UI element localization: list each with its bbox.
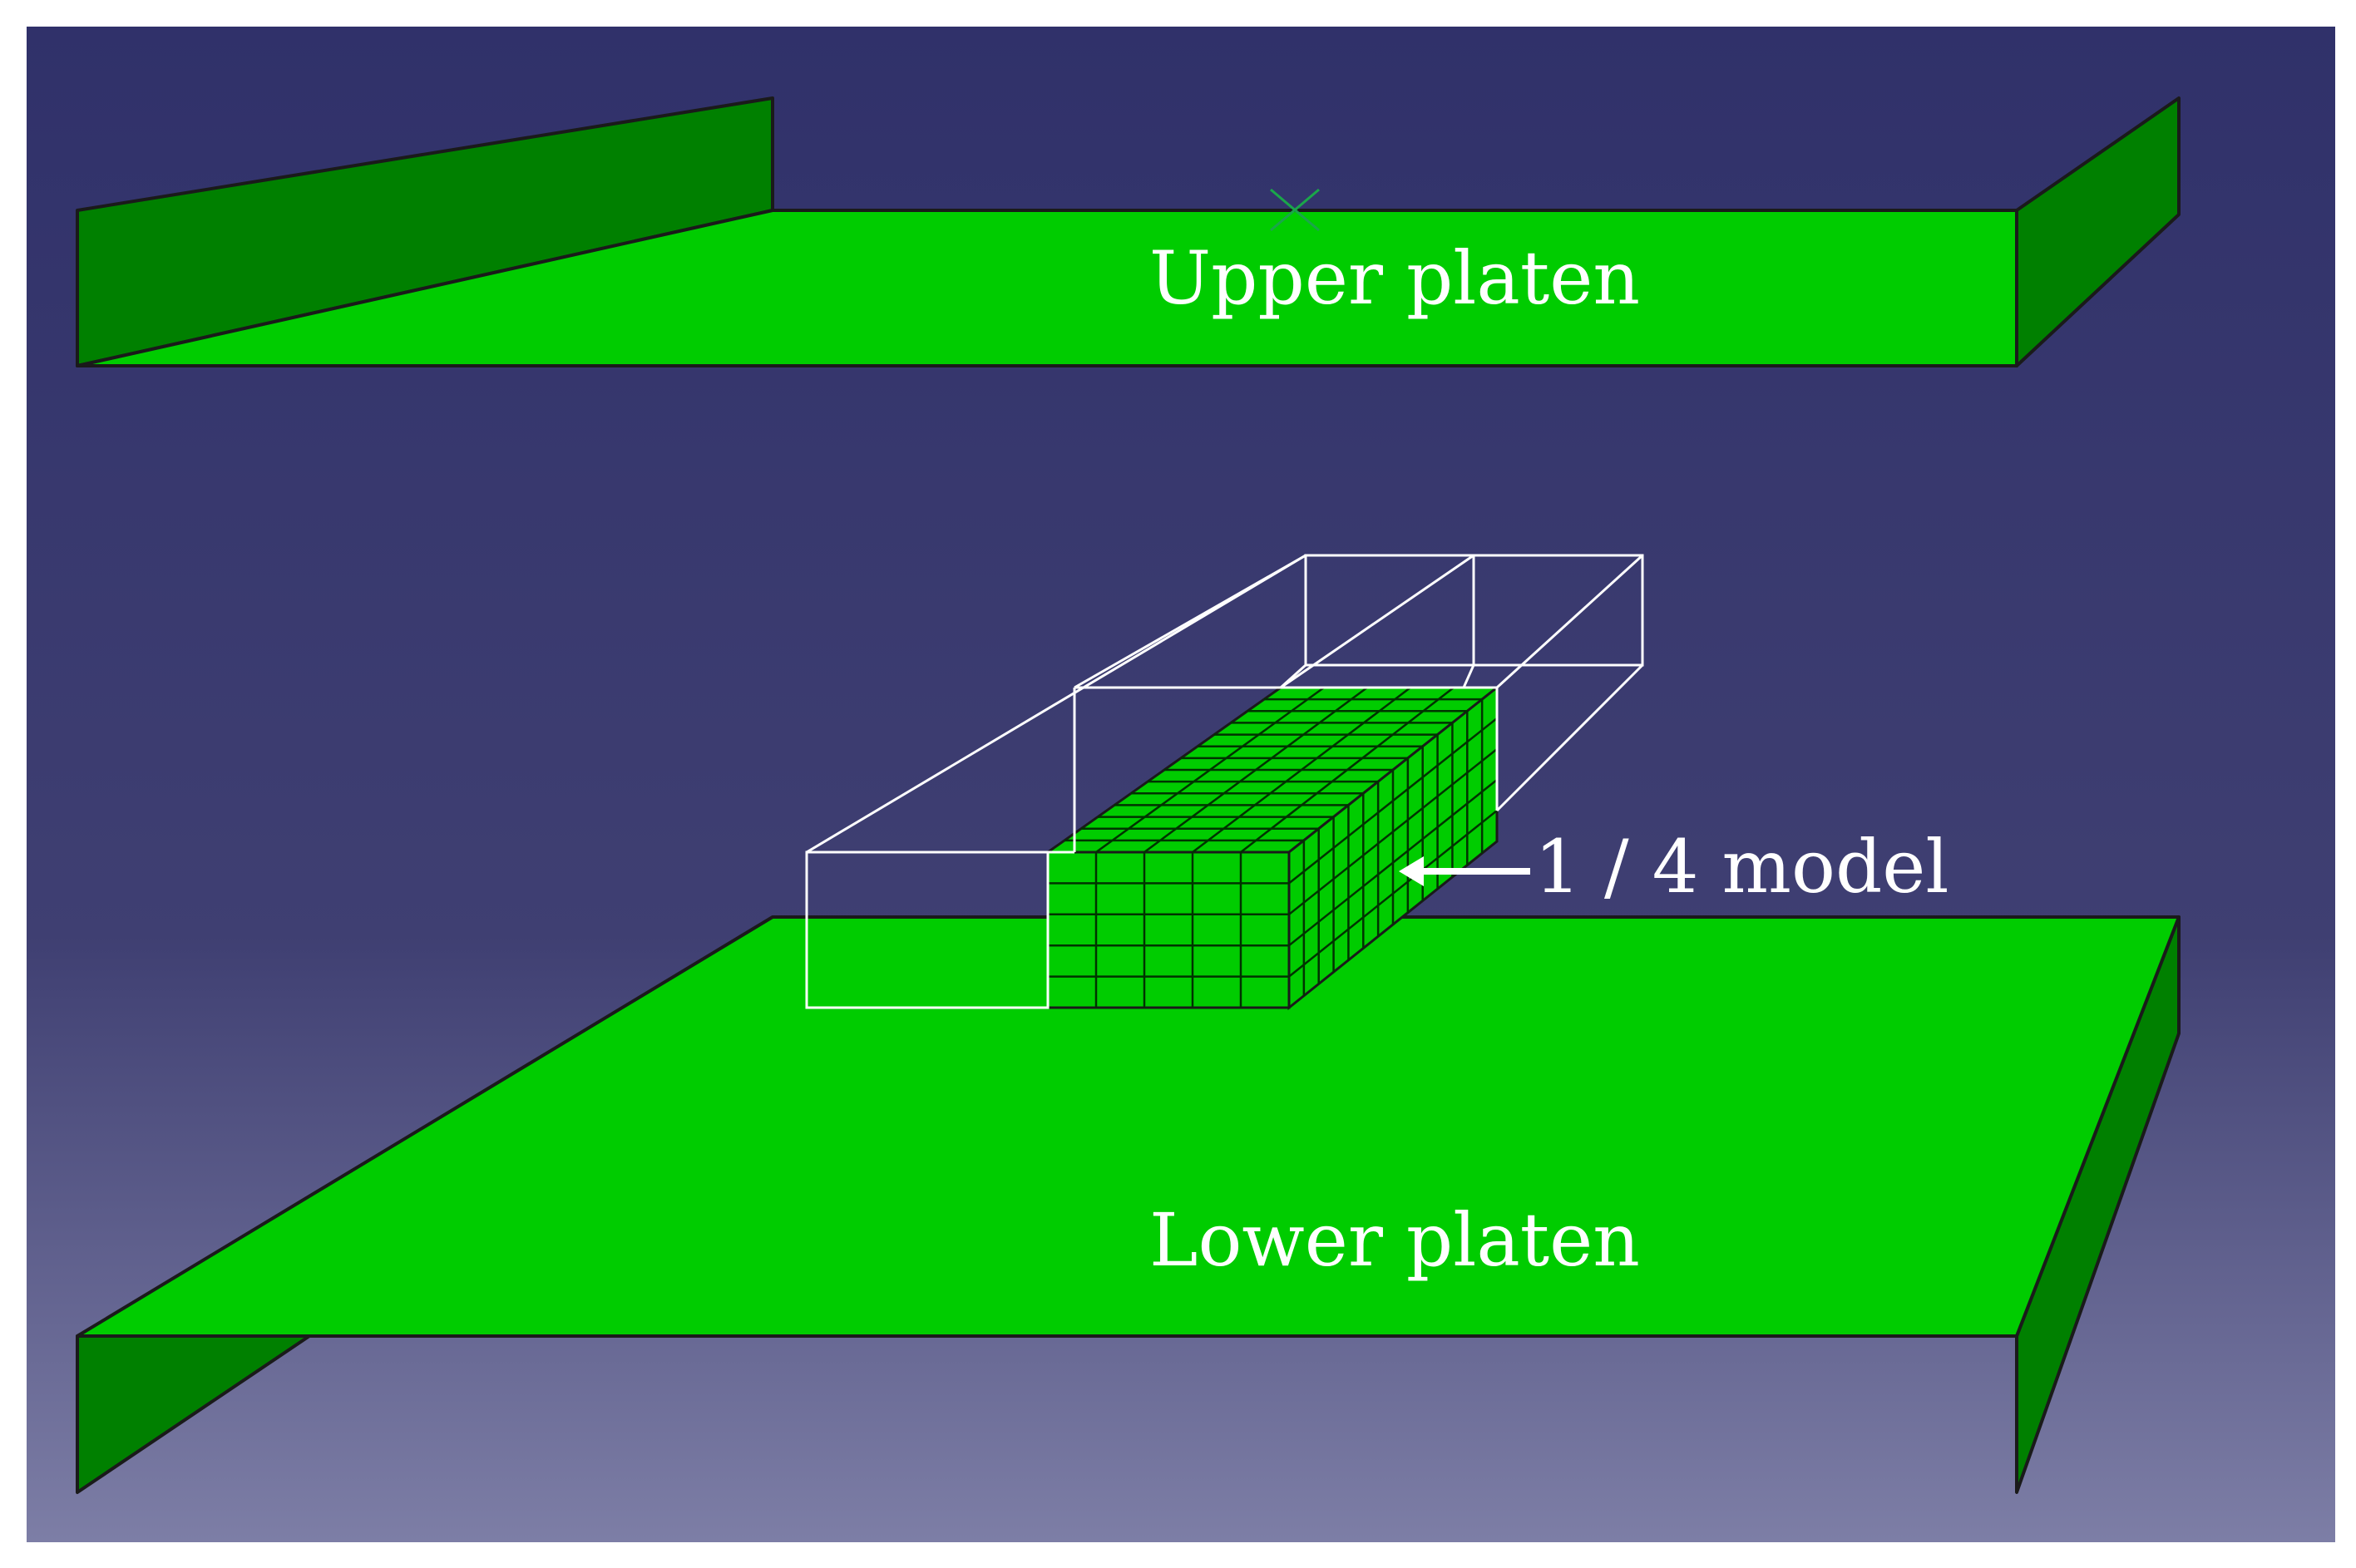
quarter-model-mesh (1044, 684, 1501, 1011)
mesh-element-lines (1048, 686, 1498, 1008)
lower-platen-face (76, 915, 2181, 1338)
upper-platen: Upper platen (76, 96, 2181, 367)
mesh-front-face (1046, 851, 1291, 1009)
lower-platen-label: Lower platen (1149, 1197, 1640, 1283)
full-specimen-wireframe (805, 554, 1644, 1009)
upper-platen-label: Upper platen (1149, 235, 1640, 321)
reference-point-marker (1270, 188, 1320, 232)
lower-platen: Lower platen (76, 915, 2181, 1494)
mesh-right-depth-line (1288, 748, 1498, 915)
mesh-right-depth-line (1288, 779, 1498, 947)
model-annotation: 1 / 4 model (1399, 824, 1949, 910)
annotation-arrow-head (1399, 856, 1424, 886)
mesh-right-depth-line (1288, 717, 1498, 885)
upper-platen-right-wall (2015, 96, 2181, 367)
model-label: 1 / 4 model (1534, 824, 1949, 910)
mesh-right-depth-line (1288, 810, 1498, 978)
